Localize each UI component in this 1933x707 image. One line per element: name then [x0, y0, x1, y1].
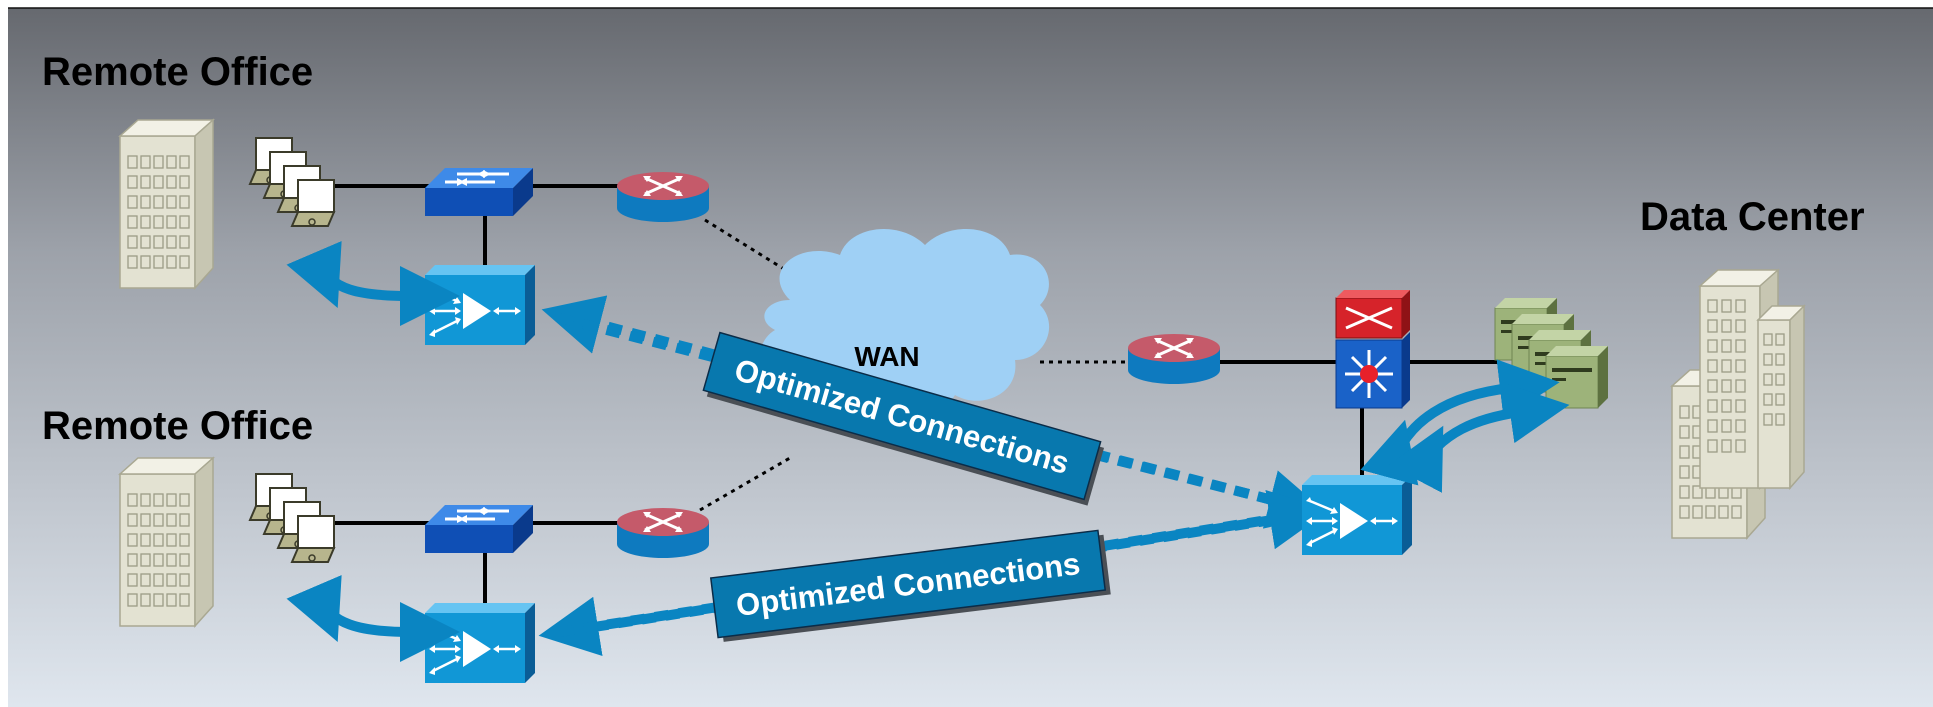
data-center-building-icon	[1671, 268, 1806, 539]
firewall-icon	[1335, 290, 1410, 339]
router-icon	[615, 170, 711, 224]
remote-office-title-bottom: Remote Office	[42, 404, 313, 448]
multilayer-switch-icon	[1335, 332, 1410, 409]
wan-optimizer-icon	[423, 263, 537, 347]
optimized-connections-label-bottom: Optimized Connections	[709, 529, 1111, 642]
wan-optimizer-icon	[1300, 473, 1414, 557]
data-center-title: Data Center	[1640, 195, 1865, 239]
remote-office-title-top: Remote Office	[42, 50, 313, 94]
local-arrow-top	[286, 240, 460, 326]
wan-label: WAN	[854, 341, 919, 372]
building-icon	[119, 119, 214, 289]
router-icon	[615, 506, 711, 560]
switch-icon	[423, 503, 535, 555]
switch-icon	[423, 166, 535, 218]
local-arrow-bottom	[286, 574, 460, 662]
server-icon	[1545, 345, 1609, 409]
router-icon	[1126, 332, 1222, 386]
building-icon	[119, 457, 214, 627]
wan-optimizer-icon	[423, 601, 537, 685]
server-arrow-inner	[1388, 383, 1570, 493]
